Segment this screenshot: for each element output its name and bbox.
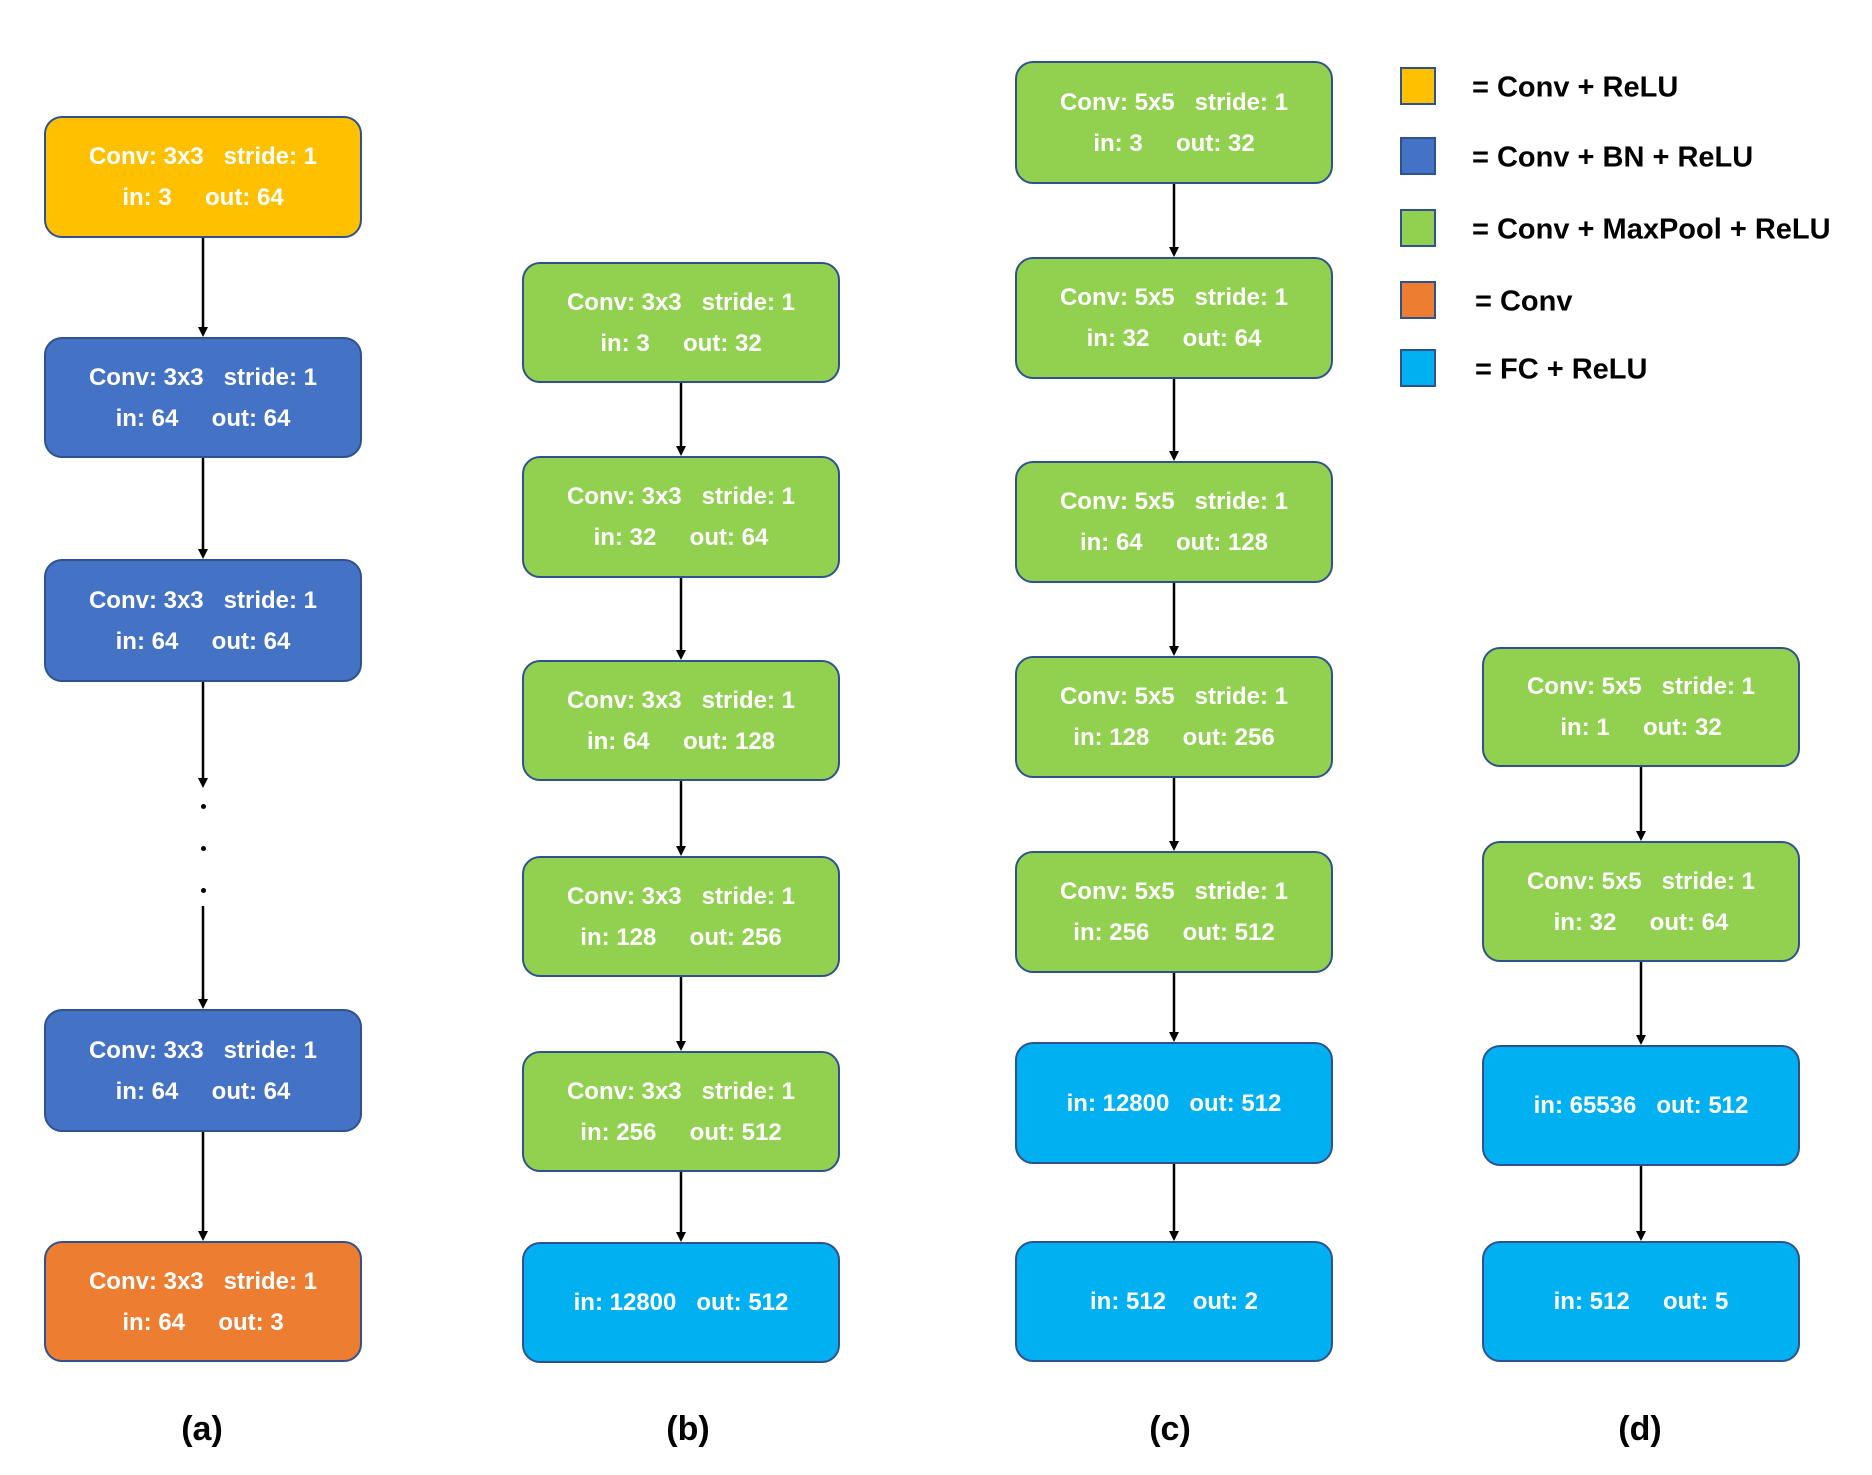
layer-block-conv-bn-relu: Conv: 3x3 stride: 1 in: 64 out: 64 — [44, 337, 362, 458]
layer-block-conv-relu: Conv: 3x3 stride: 1 in: 3 out: 64 — [44, 116, 362, 238]
layer-block-conv-maxpool-relu: Conv: 5x5 stride: 1 in: 64 out: 128 — [1015, 461, 1333, 583]
layer-block-conv-maxpool-relu: Conv: 3x3 stride: 1 in: 64 out: 128 — [522, 660, 840, 781]
connector-arrow-head — [1636, 1035, 1646, 1045]
layer-spec: in: 512 out: 5 — [1553, 1288, 1729, 1315]
layer-channels: in: 3 out: 32 — [1093, 129, 1255, 157]
layer-spec: in: 12800 out: 512 — [1066, 1089, 1282, 1117]
connector-arrow-head — [1169, 841, 1179, 851]
layer-channels: in: 64 out: 128 — [586, 727, 776, 755]
connector-arrow-head — [1169, 646, 1179, 656]
layer-spec: Conv: 5x5 stride: 1 — [1059, 878, 1289, 905]
connector-arrow-head — [1636, 831, 1646, 841]
layer-block-conv-maxpool-relu: Conv: 3x3 stride: 1 in: 32 out: 64 — [522, 456, 840, 578]
layer-block-conv-maxpool-relu: Conv: 5x5 stride: 1 in: 128 out: 256 — [1015, 656, 1333, 778]
layer-block-fc-relu: in: 12800 out: 512 — [522, 1242, 840, 1363]
layer-block-conv-maxpool-relu: Conv: 5x5 stride: 1 in: 3 out: 32 — [1015, 61, 1333, 184]
layer-spec: Conv: 5x5 stride: 1 — [1059, 284, 1289, 311]
legend-swatch — [1400, 349, 1436, 387]
connector-arrow-head — [198, 999, 208, 1009]
connector-arrow-head — [1169, 1032, 1179, 1042]
legend-swatch — [1400, 281, 1436, 319]
connector-arrow-head — [676, 846, 686, 856]
layer-channels: in: 1 out: 32 — [1560, 714, 1722, 741]
layer-spec: Conv: 3x3 stride: 1 — [566, 288, 796, 316]
layer-block-conv-maxpool-relu: Conv: 5x5 stride: 1 in: 32 out: 64 — [1015, 257, 1333, 379]
layer-spec: Conv: 3x3 stride: 1 — [566, 882, 796, 910]
layer-spec: Conv: 3x3 stride: 1 — [566, 686, 796, 714]
layer-block-fc-relu: in: 12800 out: 512 — [1015, 1042, 1333, 1164]
layer-spec: Conv: 3x3 stride: 1 — [566, 483, 796, 510]
connector-arrow-head — [676, 446, 686, 456]
layer-block-conv-maxpool-relu: Conv: 3x3 stride: 1 in: 3 out: 32 — [522, 262, 840, 383]
layer-channels: in: 64 out: 64 — [115, 404, 291, 432]
layer-block-conv-maxpool-relu: Conv: 3x3 stride: 1 in: 128 out: 256 — [522, 856, 840, 977]
ellipsis-dot — [201, 888, 206, 893]
column-label: (d) — [1618, 1410, 1662, 1448]
connector-arrow-head — [1169, 247, 1179, 257]
legend-swatch — [1400, 209, 1436, 247]
column-label: (b) — [666, 1410, 710, 1448]
layer-block-conv-bn-relu: Conv: 3x3 stride: 1 in: 64 out: 64 — [44, 1009, 362, 1132]
layer-block-fc-relu: in: 512 out: 2 — [1015, 1241, 1333, 1362]
column-label: (c) — [1149, 1410, 1191, 1448]
layer-spec: Conv: 5x5 stride: 1 — [1059, 88, 1289, 116]
layer-spec: in: 512 out: 2 — [1089, 1288, 1259, 1315]
legend-label: = Conv — [1475, 285, 1573, 318]
layer-spec: Conv: 5x5 stride: 1 — [1526, 867, 1756, 895]
connector-arrow-head — [1169, 1231, 1179, 1241]
connector-arrow-head — [198, 327, 208, 337]
layer-channels: in: 64 out: 64 — [115, 627, 291, 655]
layer-channels: in: 256 out: 512 — [1073, 919, 1275, 946]
layer-channels: in: 256 out: 512 — [580, 1118, 782, 1146]
legend-swatch — [1400, 137, 1436, 175]
column-label: (a) — [181, 1410, 223, 1448]
layer-block-fc-relu: in: 65536 out: 512 — [1482, 1045, 1800, 1166]
layer-channels: in: 3 out: 32 — [600, 329, 762, 357]
layer-spec: Conv: 3x3 stride: 1 — [88, 363, 318, 391]
layer-channels: in: 128 out: 256 — [580, 923, 782, 951]
legend-label: = Conv + BN + ReLU — [1472, 141, 1754, 174]
ellipsis-dot — [201, 804, 206, 809]
layer-spec: Conv: 3x3 stride: 1 — [88, 586, 318, 614]
layer-channels: in: 64 out: 64 — [115, 1077, 291, 1105]
layer-block-conv: Conv: 3x3 stride: 1 in: 64 out: 3 — [44, 1241, 362, 1362]
layer-block-fc-relu: in: 512 out: 5 — [1482, 1241, 1800, 1362]
layer-channels: in: 32 out: 64 — [1553, 908, 1729, 936]
connector-arrow-head — [198, 1231, 208, 1241]
connector-arrow-head — [1636, 1231, 1646, 1241]
connector-arrow-head — [198, 549, 208, 559]
connector-arrow-head — [1169, 451, 1179, 461]
connector-arrow-head — [198, 778, 208, 788]
legend-label: = FC + ReLU — [1475, 353, 1648, 386]
layer-spec: Conv: 5x5 stride: 1 — [1059, 683, 1289, 710]
layer-spec: in: 12800 out: 512 — [573, 1289, 789, 1316]
layer-channels: in: 64 out: 128 — [1079, 529, 1269, 556]
layer-channels: in: 32 out: 64 — [1086, 325, 1262, 352]
layer-channels: in: 3 out: 64 — [122, 184, 284, 211]
layer-block-conv-maxpool-relu: Conv: 5x5 stride: 1 in: 256 out: 512 — [1015, 851, 1333, 973]
layer-spec: Conv: 5x5 stride: 1 — [1059, 488, 1289, 515]
layer-spec: Conv: 3x3 stride: 1 — [88, 1036, 318, 1064]
layer-channels: in: 32 out: 64 — [593, 524, 769, 551]
layer-block-conv-maxpool-relu: Conv: 5x5 stride: 1 in: 1 out: 32 — [1482, 647, 1800, 767]
layer-block-conv-bn-relu: Conv: 3x3 stride: 1 in: 64 out: 64 — [44, 559, 362, 682]
connector-arrow-head — [676, 1232, 686, 1242]
layer-spec: Conv: 3x3 stride: 1 — [88, 143, 318, 170]
layer-spec: Conv: 5x5 stride: 1 — [1526, 673, 1756, 700]
layer-channels: in: 64 out: 3 — [122, 1308, 284, 1336]
ellipsis-dot — [201, 846, 206, 851]
layer-spec: in: 65536 out: 512 — [1533, 1092, 1749, 1119]
layer-spec: Conv: 3x3 stride: 1 — [88, 1267, 318, 1295]
legend-label: = Conv + ReLU — [1472, 71, 1679, 104]
layer-spec: Conv: 3x3 stride: 1 — [566, 1077, 796, 1105]
legend-swatch — [1400, 67, 1436, 105]
layer-channels: in: 128 out: 256 — [1073, 724, 1275, 751]
layer-block-conv-maxpool-relu: Conv: 3x3 stride: 1 in: 256 out: 512 — [522, 1051, 840, 1172]
connector-arrow-head — [676, 1041, 686, 1051]
connector-arrow-head — [676, 650, 686, 660]
layer-block-conv-maxpool-relu: Conv: 5x5 stride: 1 in: 32 out: 64 — [1482, 841, 1800, 962]
legend-label: = Conv + MaxPool + ReLU — [1472, 213, 1831, 246]
